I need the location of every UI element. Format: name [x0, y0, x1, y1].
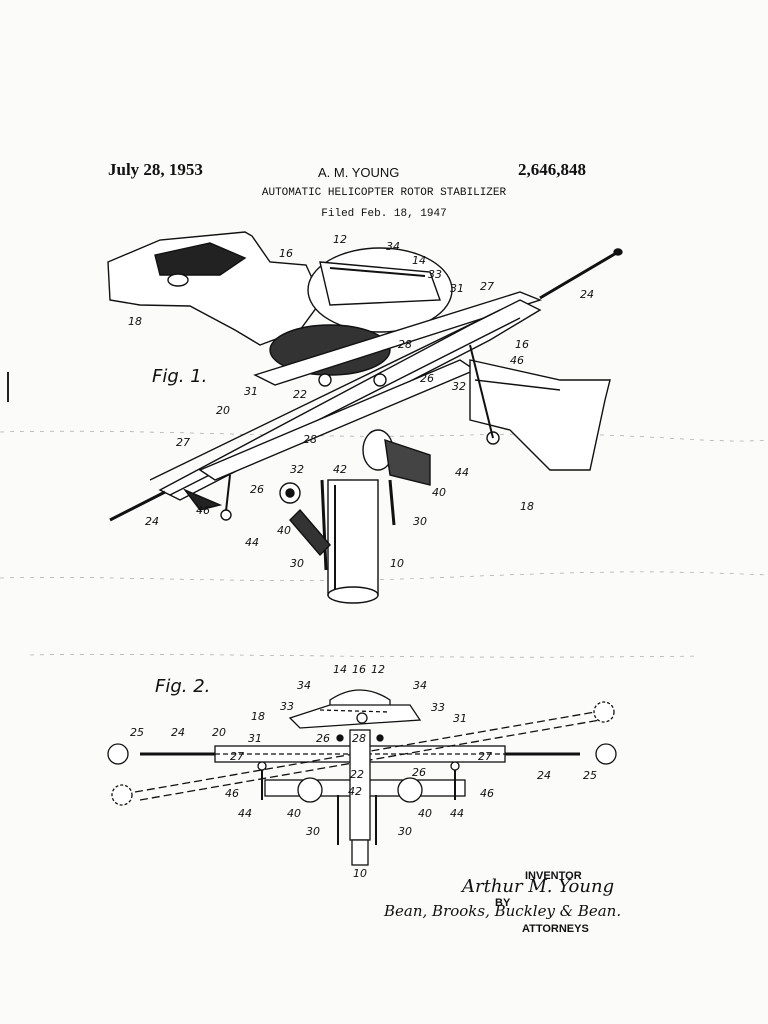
ref-numeral: 42 [333, 463, 347, 476]
ref-numeral: 32 [452, 380, 466, 393]
ref-numeral: 26 [412, 766, 426, 779]
ref-numeral: 46 [480, 787, 494, 800]
fig1-drawing [107, 231, 623, 604]
ref-numeral: 27 [478, 750, 492, 763]
ref-numeral: 44 [238, 807, 252, 820]
ref-numeral: 28 [352, 732, 366, 745]
ref-numeral: 44 [455, 466, 469, 479]
ref-numeral: 12 [333, 233, 347, 246]
ref-numeral: 24 [171, 726, 185, 739]
ref-numeral: 34 [297, 679, 311, 692]
ref-numeral: 31 [248, 732, 262, 745]
ref-numeral: 28 [398, 338, 412, 351]
ref-numeral: 16 [352, 663, 366, 676]
ref-numeral: 18 [520, 500, 534, 513]
ref-numeral: 18 [251, 710, 265, 723]
patent-number: 2,646,848 [518, 160, 586, 179]
ref-numeral: 30 [290, 557, 304, 570]
fig2-reference-numerals: 14 16 12 34 34 18 33 33 31 25 24 20 26 2… [130, 663, 597, 880]
inventor-signature: Arthur M. Young [462, 876, 615, 897]
fig1-reference-numerals: 12 16 34 14 33 31 27 24 18 16 46 28 32 2… [128, 233, 594, 570]
ref-numeral: 32 [290, 463, 304, 476]
ref-numeral: 34 [386, 240, 400, 253]
ref-numeral: 30 [413, 515, 427, 528]
ref-numeral: 42 [348, 785, 362, 798]
ref-numeral: 22 [350, 768, 364, 781]
ref-numeral: 31 [453, 712, 467, 725]
ref-numeral: 24 [580, 288, 594, 301]
ref-numeral: 28 [303, 433, 317, 446]
ref-numeral: 26 [250, 483, 264, 496]
ref-numeral: 44 [245, 536, 259, 549]
patent-date: July 28, 1953 [108, 160, 203, 179]
ref-numeral: 46 [196, 504, 210, 517]
ref-numeral: 40 [277, 524, 291, 537]
ref-numeral: 30 [306, 825, 320, 838]
ref-numeral: 16 [279, 247, 293, 260]
ref-numeral: 27 [176, 436, 190, 449]
fig2-drawing [107, 689, 617, 866]
ref-numeral: 34 [413, 679, 427, 692]
fig2-label: Fig. 2. [155, 676, 210, 697]
ref-numeral: 26 [316, 732, 330, 745]
fig1-label: Fig. 1. [152, 366, 207, 387]
ref-numeral: 31 [244, 385, 258, 398]
ref-numeral: 40 [432, 486, 446, 499]
ref-numeral: 16 [515, 338, 529, 351]
inventor-name-header: A. M. YOUNG [318, 165, 400, 180]
ref-numeral: 30 [398, 825, 412, 838]
ref-numeral: 27 [480, 280, 494, 293]
filing-date: Filed Feb. 18, 1947 [321, 208, 447, 220]
ref-numeral: 46 [225, 787, 239, 800]
by-label: BY [495, 897, 511, 909]
ref-numeral: 20 [212, 726, 226, 739]
ref-numeral: 10 [390, 557, 404, 570]
ref-numeral: 14 [412, 254, 426, 267]
ref-numeral: 25 [583, 769, 597, 782]
attorney-signature: Bean, Brooks, Buckley & Bean. [384, 902, 622, 920]
ref-numeral: 44 [450, 807, 464, 820]
ref-numeral: 20 [216, 404, 230, 417]
ref-numeral: 22 [293, 388, 307, 401]
ref-numeral: 24 [145, 515, 159, 528]
ref-numeral: 33 [431, 701, 445, 714]
inventor-label: INVENTOR [525, 870, 582, 882]
ref-numeral: 26 [420, 372, 434, 385]
ref-numeral: 33 [280, 700, 294, 713]
ref-numeral: 10 [353, 867, 367, 880]
ref-numeral: 27 [230, 750, 244, 763]
ref-numeral: 25 [130, 726, 144, 739]
ref-numeral: 40 [287, 807, 301, 820]
ref-numeral: 46 [510, 354, 524, 367]
patent-title: AUTOMATIC HELICOPTER ROTOR STABILIZER [261, 187, 507, 199]
ref-numeral: 12 [371, 663, 385, 676]
ref-numeral: 18 [128, 315, 142, 328]
ref-numeral: 24 [537, 769, 551, 782]
ref-numeral: 40 [418, 807, 432, 820]
ref-numeral: 31 [450, 282, 464, 295]
ref-numeral: 33 [428, 268, 442, 281]
ref-numeral: 14 [333, 663, 347, 676]
attorneys-label: ATTORNEYS [522, 923, 589, 935]
